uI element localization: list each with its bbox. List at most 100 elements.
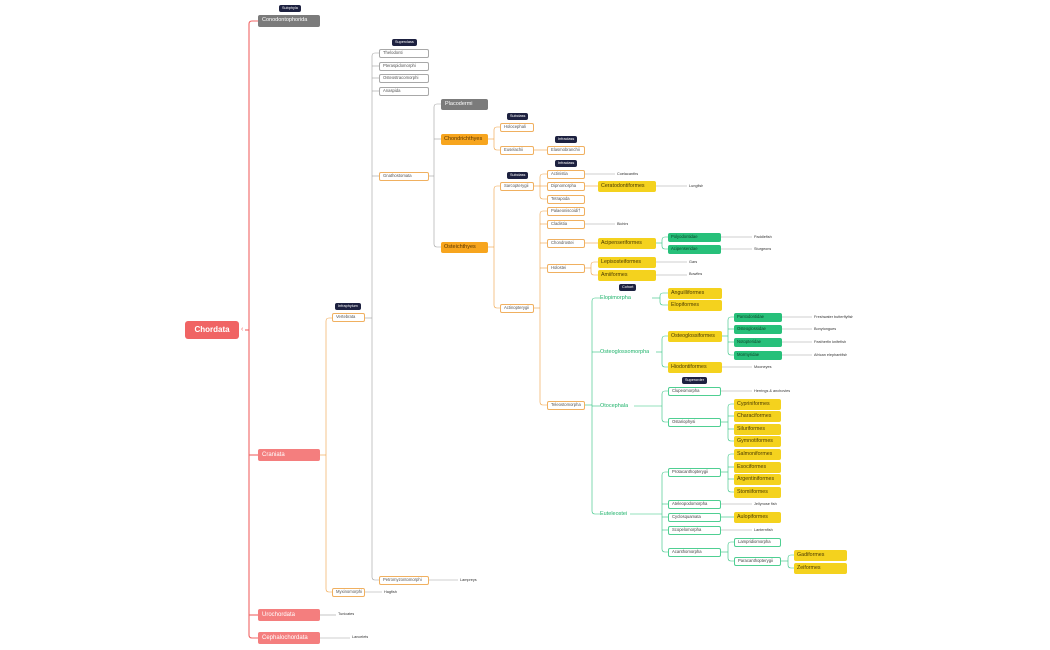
node-polyodontidae[interactable]: Polyodontidae xyxy=(668,233,721,242)
node-aulopiformes[interactable]: Aulopiformes xyxy=(734,512,781,523)
leaf-gars: Gars xyxy=(689,260,698,265)
connector xyxy=(727,437,734,442)
node-esociformes[interactable]: Esociformes xyxy=(734,462,781,473)
leaf-bonytongues: Bonytongues xyxy=(814,327,837,332)
node-sarcopterygii[interactable]: Sarcopterygii xyxy=(500,182,534,191)
node-elopiformes[interactable]: Elopiformes xyxy=(668,300,722,311)
connector xyxy=(433,243,441,248)
node-cephalochordata[interactable]: Cephalochordata xyxy=(258,632,320,644)
node-holocephali[interactable]: Holocephali xyxy=(500,123,534,132)
node-chordata[interactable]: Chordata xyxy=(185,321,239,339)
leaf-bichirs: Bichirs xyxy=(617,222,629,227)
leaf-mooneyes: Mooneyes xyxy=(754,365,772,370)
node-stomiiformes[interactable]: Stomiiformes xyxy=(734,487,781,498)
connector xyxy=(493,126,500,131)
connector xyxy=(590,261,598,266)
node-petromyzontomorphi[interactable]: Petromyzontomorphi xyxy=(379,576,429,585)
node-actinopterygii[interactable]: Actinopterygii xyxy=(500,304,534,313)
node-osteichthyes[interactable]: Osteichthyes xyxy=(441,242,488,253)
node-gymnotiformes[interactable]: Gymnotiformes xyxy=(734,436,781,447)
node-urochordata[interactable]: Urochordata xyxy=(258,609,320,621)
node-elopimorpha[interactable]: Elopimorpha xyxy=(600,295,631,301)
node-clupeomorpha[interactable]: Clupeomorpha xyxy=(668,387,721,396)
node-lepisosteiformes[interactable]: Lepisosteiformes xyxy=(598,257,656,268)
node-palaeoniscoidi[interactable]: Palaeoniscoidi† xyxy=(547,207,585,216)
connector xyxy=(590,271,598,276)
node-characiformes[interactable]: Characiformes xyxy=(734,411,781,422)
node-vertebrata[interactable]: Vertebrata xyxy=(332,313,365,322)
node-anaspida[interactable]: Anaspida xyxy=(379,87,429,96)
node-lampridiomorpha[interactable]: Lampridiomorpha xyxy=(734,538,781,547)
connector xyxy=(661,335,668,340)
node-siluriformes[interactable]: Siluriformes xyxy=(734,424,781,435)
node-cladistia[interactable]: Cladistia xyxy=(547,220,585,229)
tag-superclass: Superclass xyxy=(392,39,417,46)
connector xyxy=(539,401,547,406)
node-pantodontidae[interactable]: Pantodontidae xyxy=(734,313,782,322)
connector xyxy=(727,351,734,356)
node-paracanthopterygii[interactable]: Paracanthopterygii xyxy=(734,557,781,566)
connector xyxy=(659,292,668,297)
node-holostei[interactable]: Holostei xyxy=(547,264,585,273)
connector xyxy=(727,403,734,408)
node-acipenseridae[interactable]: Acipenseridae xyxy=(668,245,721,254)
connector xyxy=(661,363,668,368)
node-placodermi[interactable]: Placodermi xyxy=(441,99,488,110)
node-cypriniformes[interactable]: Cypriniformes xyxy=(734,399,781,410)
node-mormyridae[interactable]: Mormyridae xyxy=(734,351,782,360)
connector xyxy=(591,297,600,302)
node-osteoglossomorpha[interactable]: Osteoglossomorpha xyxy=(600,349,650,355)
leaf-tunicates: Tunicates xyxy=(338,612,355,617)
node-zeiformes[interactable]: Zeiformes xyxy=(794,563,847,574)
connector xyxy=(661,245,668,250)
leaf-lancelets: Lancelets xyxy=(352,635,369,640)
node-acanthomorpha[interactable]: Acanthomorpha xyxy=(668,548,721,557)
node-gnathostomata[interactable]: Gnathostomata xyxy=(379,172,429,181)
leaf-lampreys: Lampreys xyxy=(460,578,477,583)
node-scopelomorpha[interactable]: Scopelomorpha xyxy=(668,526,721,535)
node-anguilliformes[interactable]: Anguilliformes xyxy=(668,288,722,299)
collapse-icon[interactable]: ‹ xyxy=(241,326,244,333)
node-hiodontiformes[interactable]: Hiodontiformes xyxy=(668,362,722,373)
node-gadiformes[interactable]: Gadiformes xyxy=(794,550,847,561)
node-protacanthopterygii[interactable]: Protacanthopterygii xyxy=(668,468,721,477)
node-osteostracomorphi[interactable]: Osteostracomorphi xyxy=(379,74,429,83)
node-dipnomorpha[interactable]: Dipnomorpha xyxy=(547,182,585,191)
connector xyxy=(661,390,668,395)
node-notopteridae[interactable]: Notopteridae xyxy=(734,338,782,347)
connector xyxy=(493,304,500,309)
node-euteleostei[interactable]: Euteleostei xyxy=(600,511,628,517)
node-ateleopodomorpha[interactable]: Ateleopodomorpha xyxy=(668,500,721,509)
node-tetrapoda[interactable]: Tetrapoda xyxy=(547,195,585,204)
node-elasmobranchii[interactable]: Elasmobranchii xyxy=(547,146,585,155)
node-osteoglossidae[interactable]: Osteoglossidae xyxy=(734,325,782,334)
leaf-african-elephantfish: African elephantfish xyxy=(814,353,848,358)
node-osteoglossiformes[interactable]: Osteoglossiformes xyxy=(668,331,722,342)
connector xyxy=(539,195,547,200)
node-cyclosquamata[interactable]: Cyclosquamata xyxy=(668,513,721,522)
node-actinistia[interactable]: Actinistia xyxy=(547,170,585,179)
node-salmoniformes[interactable]: Salmoniformes xyxy=(734,449,781,460)
node-acipenseriformes[interactable]: Acipenseriformes xyxy=(598,238,656,249)
node-ostariophysi[interactable]: Ostariophysi xyxy=(668,418,721,427)
node-craniata[interactable]: Craniata xyxy=(258,449,320,461)
node-teleostomorpha[interactable]: Teleostomorpha xyxy=(547,401,585,410)
connector xyxy=(591,510,600,515)
node-argentiniformes[interactable]: Argentiniformes xyxy=(734,474,781,485)
node-amiiformes[interactable]: Amiiformes xyxy=(598,270,656,281)
connector xyxy=(539,210,547,215)
node-thelodonti[interactable]: Thelodonti xyxy=(379,49,429,58)
connector xyxy=(787,554,794,559)
node-myxinomorphi[interactable]: Myxinomorphi xyxy=(332,588,365,597)
connector xyxy=(661,418,668,423)
node-pteraspidomorphi[interactable]: Pteraspidomorphi xyxy=(379,62,429,71)
node-chondrostei[interactable]: Chondrostei xyxy=(547,239,585,248)
connector xyxy=(727,316,734,321)
tag-superorder: Superorder xyxy=(682,377,707,384)
tag-cohort: Cohort xyxy=(619,284,637,291)
node-euselachii[interactable]: Euselachii xyxy=(500,146,534,155)
node-otocephala[interactable]: Otocephala xyxy=(600,403,629,409)
node-chondrichthyes[interactable]: Chondrichthyes xyxy=(441,134,488,145)
node-conodontophorida[interactable]: Conodontophorida xyxy=(258,15,320,27)
node-ceratodontiformes[interactable]: Ceratodontiformes xyxy=(598,181,656,192)
